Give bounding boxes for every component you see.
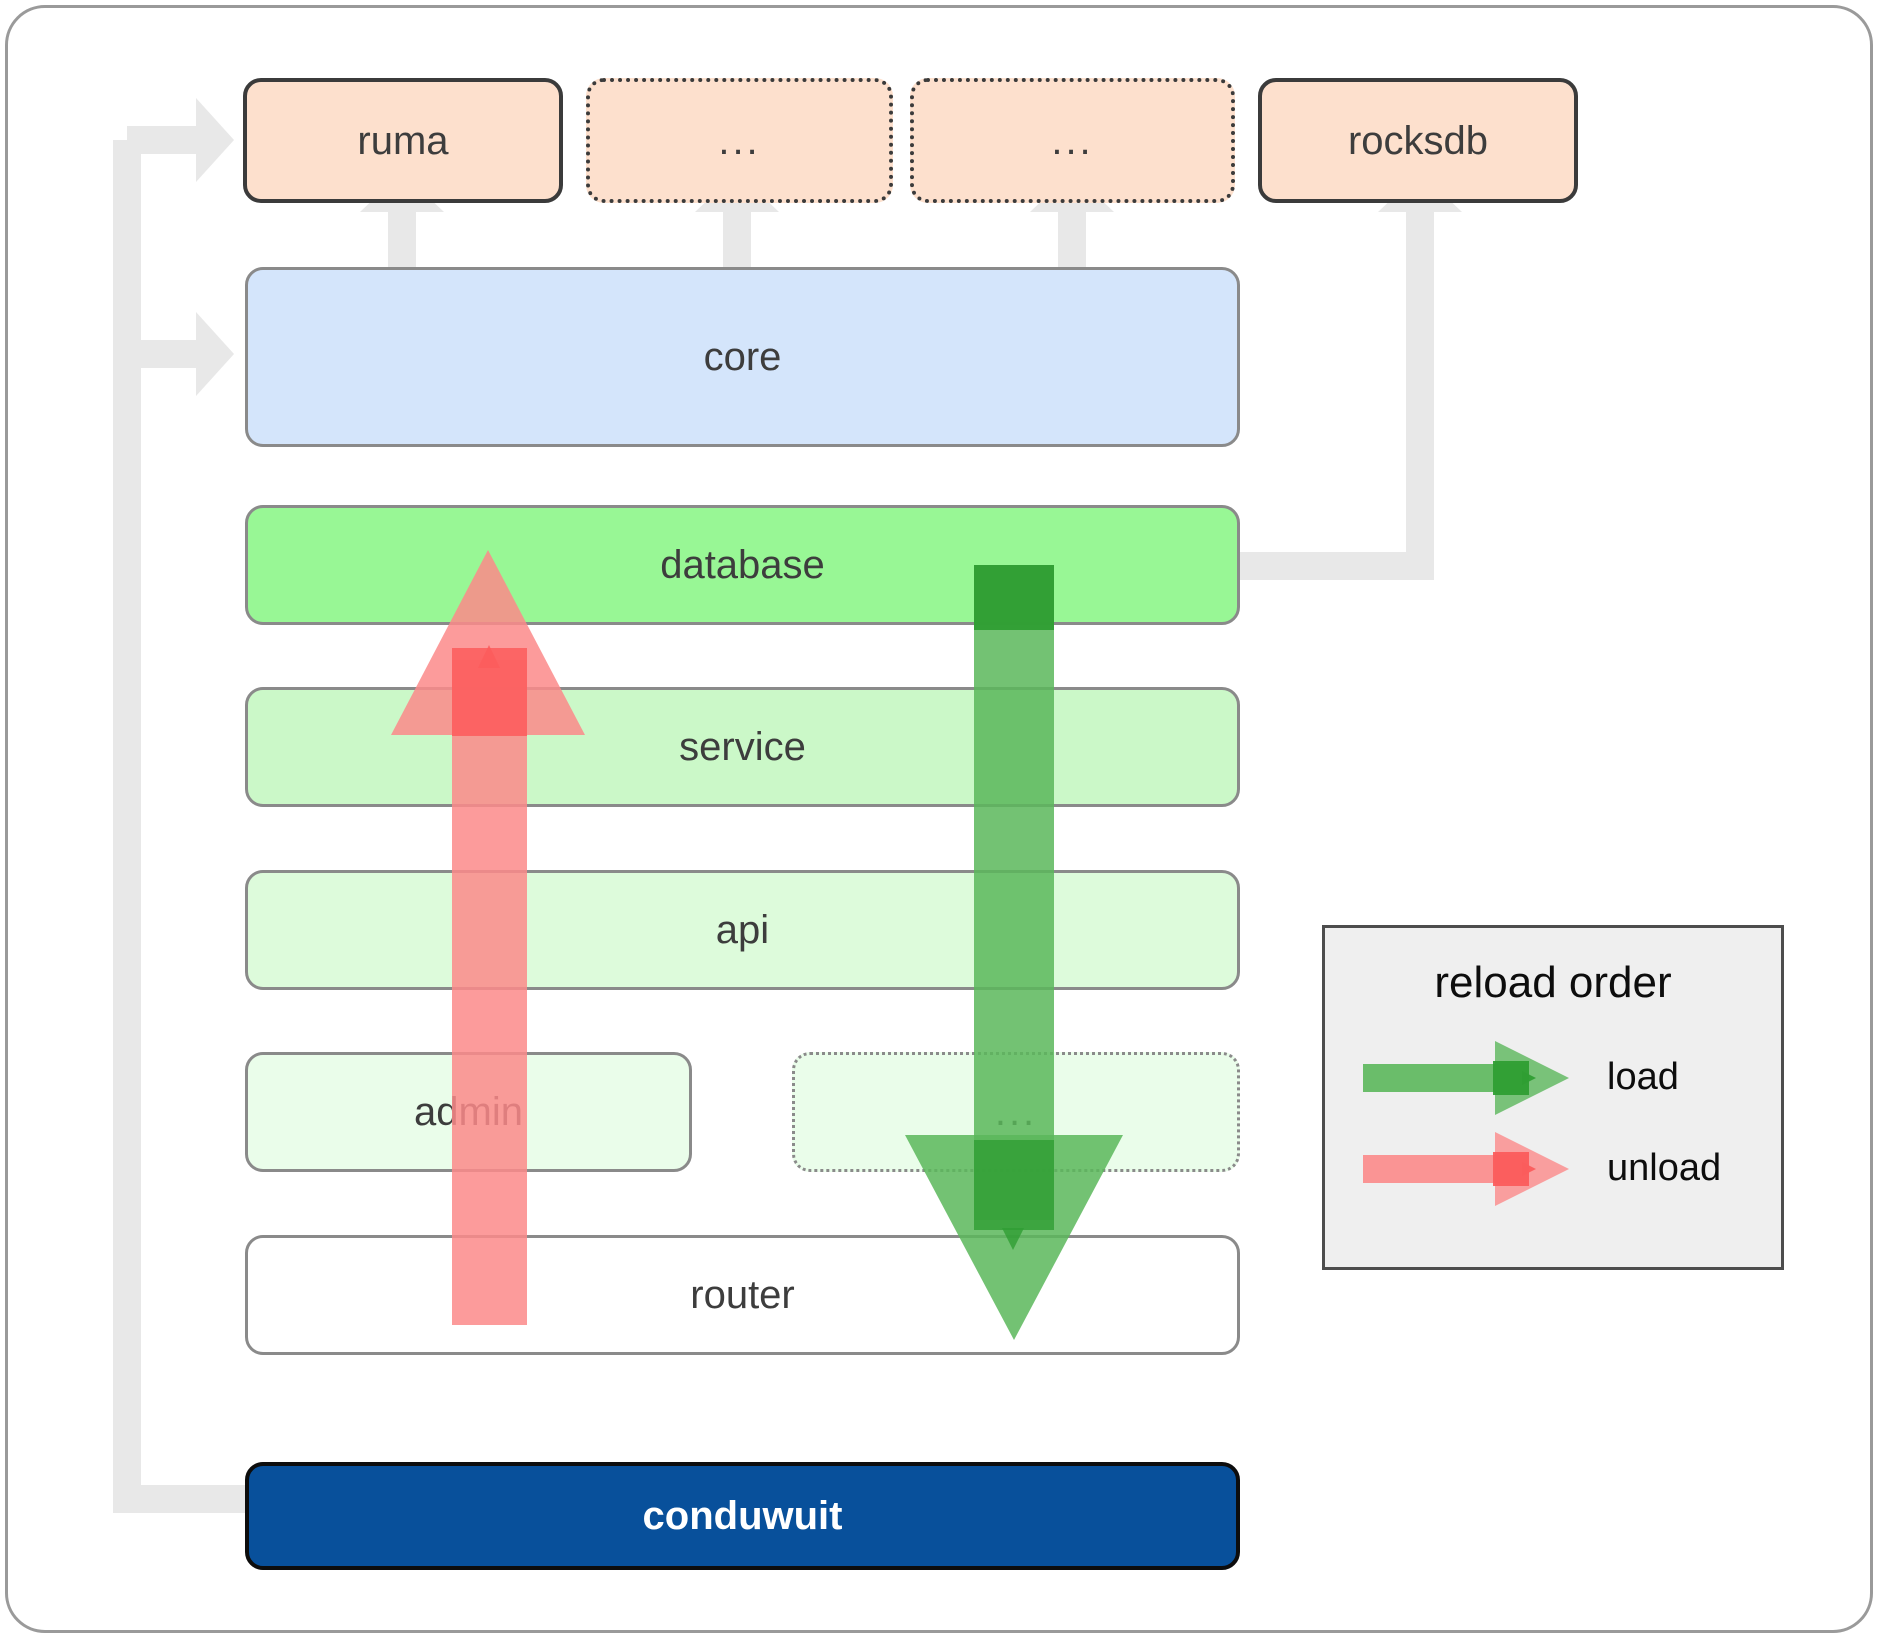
node-label: database bbox=[660, 543, 825, 587]
node-router[interactable]: router bbox=[245, 1235, 1240, 1355]
node-core[interactable]: core bbox=[245, 267, 1240, 447]
legend-title: reload order bbox=[1434, 958, 1672, 1007]
node-label: ruma bbox=[357, 118, 449, 163]
legend-arrow-glyphs bbox=[1363, 1041, 1569, 1206]
load-arrow-icon bbox=[1363, 1041, 1569, 1115]
node-database[interactable]: database bbox=[245, 505, 1240, 625]
node-service[interactable]: service bbox=[245, 687, 1240, 807]
node-label: ... bbox=[718, 118, 761, 163]
node-admin[interactable]: admin bbox=[245, 1052, 692, 1172]
node-label: router bbox=[690, 1273, 795, 1317]
node-label: rocksdb bbox=[1347, 118, 1489, 163]
unload-arrow-icon bbox=[1363, 1132, 1569, 1206]
node-external-placeholder-2[interactable]: ... bbox=[910, 78, 1235, 203]
node-label: api bbox=[715, 908, 770, 952]
node-ruma[interactable]: ruma bbox=[243, 78, 563, 203]
node-layer-placeholder[interactable]: ... bbox=[792, 1052, 1240, 1172]
legend-label-unload: unload bbox=[1607, 1147, 1722, 1189]
node-label: ... bbox=[994, 1090, 1038, 1134]
node-label: service bbox=[679, 725, 806, 769]
node-label: core bbox=[703, 335, 782, 379]
legend-label-load: load bbox=[1607, 1056, 1679, 1098]
node-external-placeholder-1[interactable]: ... bbox=[586, 78, 893, 203]
node-conduwuit[interactable]: conduwuit bbox=[245, 1462, 1240, 1570]
node-label: admin bbox=[414, 1090, 523, 1134]
node-label: conduwuit bbox=[642, 1494, 843, 1538]
node-api[interactable]: api bbox=[245, 870, 1240, 990]
diagram-frame bbox=[5, 5, 1873, 1633]
node-label: ... bbox=[1051, 118, 1094, 163]
node-rocksdb[interactable]: rocksdb bbox=[1258, 78, 1578, 203]
legend-panel: reload order load unload bbox=[1322, 925, 1784, 1270]
